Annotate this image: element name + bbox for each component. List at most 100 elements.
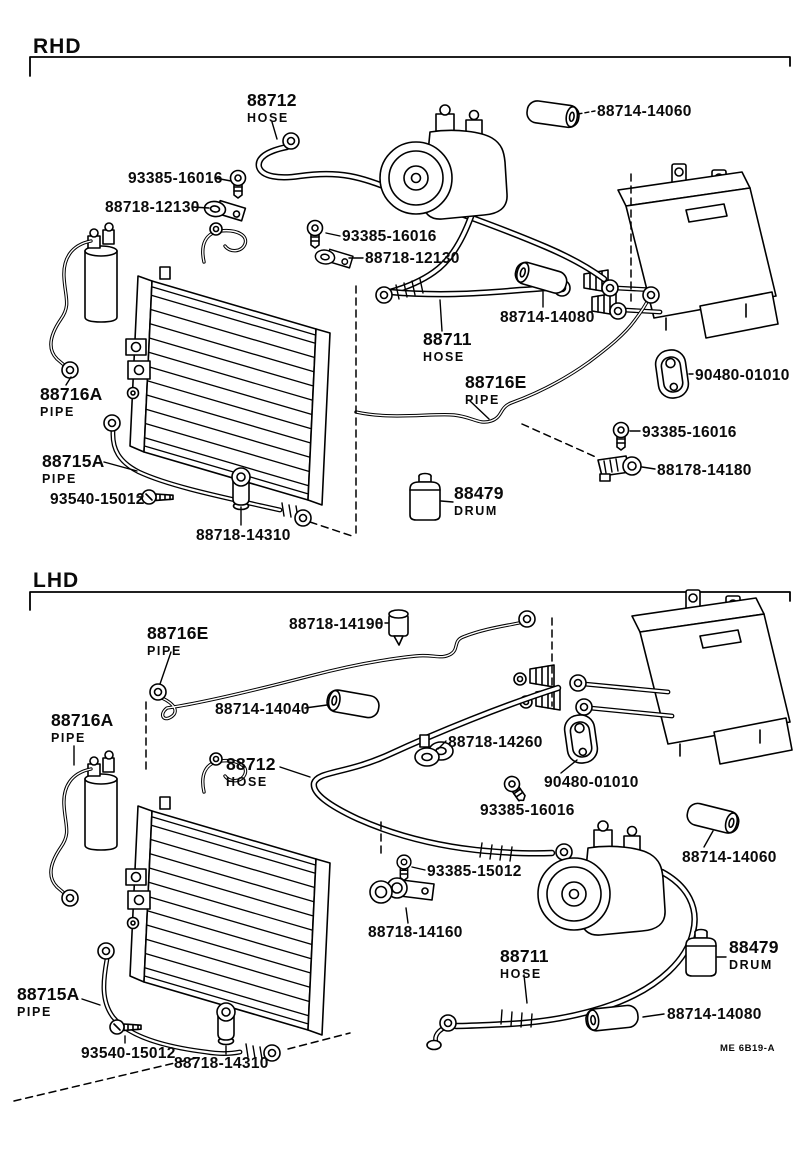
condenser bbox=[125, 266, 331, 506]
part-label-88714-14080-rhd: 88714-14080 bbox=[500, 310, 595, 326]
part-number: 88718-12130 bbox=[365, 250, 460, 267]
part-number: 88479 bbox=[454, 483, 504, 503]
part-label-93540-15012-rhd: 93540-15012 bbox=[50, 492, 145, 508]
part-number: 90480-01010 bbox=[544, 774, 639, 791]
part-subtitle: PIPE bbox=[40, 404, 75, 419]
part-subtitle: HOSE bbox=[500, 966, 542, 981]
plate-90480-01010 bbox=[653, 347, 691, 401]
part-subtitle: PIPE bbox=[17, 1004, 52, 1019]
leader-lines bbox=[65, 110, 694, 526]
part-label-93385-16016-rhd-1: 93385-16016 bbox=[128, 171, 223, 187]
part-number: 88479 bbox=[729, 937, 779, 957]
part-subtitle: PIPE bbox=[465, 392, 500, 407]
part-number: 93385-16016 bbox=[342, 228, 437, 245]
part-number: 88716E bbox=[147, 623, 209, 643]
receiver-drier bbox=[84, 222, 118, 323]
clamp-88718-14260 bbox=[414, 734, 454, 767]
part-number: 88714-14040 bbox=[215, 701, 310, 718]
plate-90480-01010 bbox=[562, 712, 600, 766]
tube-88714-14080 bbox=[584, 1003, 640, 1033]
part-number: 88714-14060 bbox=[682, 849, 777, 866]
part-label-90480-01010-lhd: 90480-01010 bbox=[544, 775, 639, 791]
part-label-88178-14180-rhd: 88178-14180 bbox=[657, 463, 752, 479]
pipe-88716a bbox=[49, 239, 93, 379]
bolt-93385-16016-right bbox=[612, 421, 630, 451]
bolt-93385-15012 bbox=[396, 854, 412, 882]
part-number: 88178-14180 bbox=[657, 462, 752, 479]
clamp-88178-14180 bbox=[597, 455, 642, 482]
condenser-inlet-pipe bbox=[201, 222, 248, 264]
part-subtitle: PIPE bbox=[147, 643, 182, 658]
clamp-88718-12130-mid bbox=[313, 246, 355, 269]
part-number: 88711 bbox=[423, 329, 472, 349]
clamp-88718-12130-left bbox=[202, 197, 247, 222]
part-subtitle: DRUM bbox=[729, 957, 773, 972]
rhd-section-header: RHD bbox=[33, 35, 82, 58]
lhd-section-bracket bbox=[29, 591, 791, 611]
tube-88714-14060 bbox=[684, 800, 742, 837]
part-subtitle: HOSE bbox=[247, 110, 289, 125]
part-number: 93385-16016 bbox=[128, 170, 223, 187]
part-label-93385-16016-rhd-2: 93385-16016 bbox=[342, 229, 437, 245]
part-subtitle: DRUM bbox=[454, 503, 498, 518]
lhd-section-header: LHD bbox=[33, 569, 80, 592]
part-number: 88718-14190 bbox=[289, 616, 384, 633]
part-label-88718-14310-lhd: 88718-14310 bbox=[174, 1056, 269, 1072]
tube-88714-14040 bbox=[324, 687, 382, 720]
part-number: 88712 bbox=[226, 754, 276, 774]
part-number: 93385-16016 bbox=[480, 802, 575, 819]
bracket-88718-14160 bbox=[369, 877, 435, 904]
lhd-diagram bbox=[13, 589, 793, 1102]
compressor bbox=[379, 104, 508, 220]
pipe-88716e bbox=[149, 610, 536, 721]
part-number: 88718-14260 bbox=[448, 734, 543, 751]
part-number: 88716A bbox=[40, 384, 103, 404]
elbow-88718-14310 bbox=[231, 467, 251, 511]
part-label-88718-12130-rhd-1: 88718-12130 bbox=[105, 200, 200, 216]
part-number: 93385-16016 bbox=[642, 424, 737, 441]
condenser bbox=[125, 796, 331, 1036]
hose-88712 bbox=[255, 132, 608, 283]
hose-88712 bbox=[310, 684, 573, 862]
pipe-88716e bbox=[354, 286, 660, 424]
part-number: 88712 bbox=[247, 90, 297, 110]
part-label-88718-14190-lhd: 88718-14190 bbox=[289, 617, 384, 633]
part-label-93385-15012-lhd: 93385-15012 bbox=[427, 864, 522, 880]
receiver-drier bbox=[84, 750, 118, 851]
part-subtitle: PIPE bbox=[51, 730, 86, 745]
bolt-93385-16016 bbox=[500, 772, 531, 806]
part-label-88714-14060-rhd: 88714-14060 bbox=[597, 104, 692, 120]
hose-88711 bbox=[426, 868, 698, 1051]
part-number: 93540-15012 bbox=[50, 491, 145, 508]
part-number: 88716E bbox=[465, 372, 527, 392]
dashed-guides bbox=[309, 285, 599, 539]
part-label-88714-14080-lhd: 88714-14080 bbox=[667, 1007, 762, 1023]
part-label-93385-16016-lhd: 93385-16016 bbox=[480, 803, 575, 819]
part-label-93385-16016-rhd-3: 93385-16016 bbox=[642, 425, 737, 441]
part-label-90480-01010-rhd: 90480-01010 bbox=[695, 368, 790, 384]
part-subtitle: PIPE bbox=[42, 471, 77, 486]
part-subtitle: HOSE bbox=[226, 774, 268, 789]
page-code: ME 6B19-A bbox=[720, 1043, 776, 1054]
part-number: 88718-14160 bbox=[368, 924, 463, 941]
part-number: 93385-15012 bbox=[427, 863, 522, 880]
part-number: 88716A bbox=[51, 710, 114, 730]
part-number: 88714-14060 bbox=[597, 103, 692, 120]
part-number: 88715A bbox=[42, 451, 105, 471]
evaporator-unit bbox=[513, 589, 793, 765]
drum-88479 bbox=[409, 472, 441, 521]
part-label-88718-14160-lhd: 88718-14160 bbox=[368, 925, 463, 941]
part-number: 88714-14080 bbox=[500, 309, 595, 326]
